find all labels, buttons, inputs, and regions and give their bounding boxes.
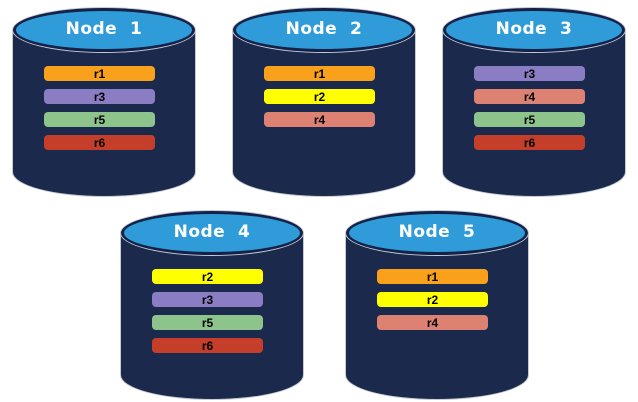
replica-list: r2 r3 r5 r6 xyxy=(152,269,263,353)
replica-label: r3 xyxy=(523,66,536,81)
replica-label: r3 xyxy=(201,292,214,307)
replica-label: r5 xyxy=(523,112,536,127)
cylinder-top-ellipse: Node 4 xyxy=(121,211,303,255)
replica-label: r2 xyxy=(201,269,214,284)
replica-bar-r5: r5 xyxy=(474,112,585,127)
node-title: Node 3 xyxy=(495,18,573,39)
replica-bar-r3: r3 xyxy=(152,292,263,307)
replica-bar-r6: r6 xyxy=(44,135,155,150)
replica-bar-r4: r4 xyxy=(474,89,585,104)
node-1-cylinder: Node 1 r1 r3 r5 r6 xyxy=(13,8,195,196)
replica-bar-r6: r6 xyxy=(474,135,585,150)
replica-label: r1 xyxy=(426,269,439,284)
cylinder-top-ellipse: Node 5 xyxy=(346,211,528,255)
replica-label: r3 xyxy=(93,89,106,104)
replica-label: r2 xyxy=(426,292,439,307)
replica-label: r1 xyxy=(93,66,106,81)
replica-bar-r5: r5 xyxy=(152,315,263,330)
replica-list: r3 r4 r5 r6 xyxy=(474,66,585,150)
replica-bar-r2: r2 xyxy=(152,269,263,284)
replica-list: r1 r2 r4 xyxy=(264,66,375,127)
replica-bar-r1: r1 xyxy=(377,269,488,284)
node-2-cylinder: Node 2 r1 r2 r4 xyxy=(233,8,415,196)
replica-label: r6 xyxy=(93,135,106,150)
replica-bar-r2: r2 xyxy=(264,89,375,104)
node-title: Node 1 xyxy=(65,18,143,39)
replica-label: r6 xyxy=(201,338,214,353)
replica-bar-r5: r5 xyxy=(44,112,155,127)
node-5-cylinder: Node 5 r1 r2 r4 xyxy=(346,211,528,399)
node-title: Node 4 xyxy=(173,221,251,242)
replica-bar-r4: r4 xyxy=(264,112,375,127)
replica-bar-r3: r3 xyxy=(44,89,155,104)
replica-label: r4 xyxy=(313,112,326,127)
node-3-cylinder: Node 3 r3 r4 r5 r6 xyxy=(443,8,625,196)
replica-label: r4 xyxy=(523,89,536,104)
cylinder-top-ellipse: Node 1 xyxy=(13,8,195,52)
replica-label: r5 xyxy=(201,315,214,330)
replica-label: r1 xyxy=(313,66,326,81)
replica-bar-r2: r2 xyxy=(377,292,488,307)
replica-bar-r1: r1 xyxy=(264,66,375,81)
replica-bar-r3: r3 xyxy=(474,66,585,81)
node-title: Node 2 xyxy=(285,18,363,39)
replica-bar-r6: r6 xyxy=(152,338,263,353)
replica-label: r4 xyxy=(426,315,439,330)
replica-label: r6 xyxy=(523,135,536,150)
replica-bar-r1: r1 xyxy=(44,66,155,81)
replica-label: r2 xyxy=(313,89,326,104)
node-title: Node 5 xyxy=(398,221,476,242)
node-4-cylinder: Node 4 r2 r3 r5 r6 xyxy=(121,211,303,399)
cylinder-top-ellipse: Node 2 xyxy=(233,8,415,52)
replica-list: r1 r2 r4 xyxy=(377,269,488,330)
replica-list: r1 r3 r5 r6 xyxy=(44,66,155,150)
cylinder-top-ellipse: Node 3 xyxy=(443,8,625,52)
replica-label: r5 xyxy=(93,112,106,127)
replica-bar-r4: r4 xyxy=(377,315,488,330)
